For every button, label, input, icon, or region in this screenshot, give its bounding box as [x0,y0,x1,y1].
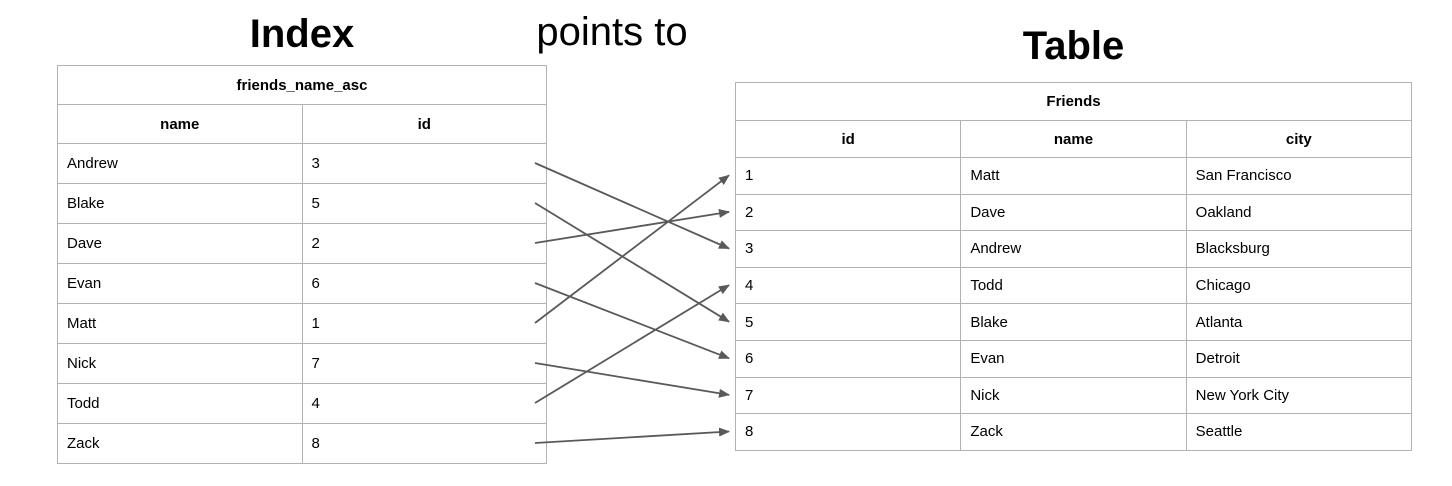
column-header-cell: id [301,104,547,144]
table-cell: 8 [734,413,962,451]
column-header-cell: name [57,104,303,144]
table-cell: 6 [734,339,962,378]
table-name-cell: Friends [735,82,1412,121]
table-cell: 1 [301,303,547,344]
pointer-arrow [534,282,730,360]
table-cell: Todd [960,266,1187,305]
table-cell: Seattle [1185,413,1413,451]
table-title: Table [1022,24,1125,68]
pointer-arrow [534,427,730,444]
table-cell: 6 [301,263,547,304]
table-cell: Dave [960,193,1187,232]
pointer-arrow [534,174,730,324]
table-cell: Nick [57,343,303,384]
table-cell: Todd [57,383,303,424]
pointer-arrow [534,284,730,404]
table-cell: Chicago [1185,266,1413,305]
table-cell: Dave [57,223,303,264]
table-cell: Zack [57,423,303,464]
table-cell: 2 [734,193,962,232]
table-cell: Matt [960,157,1187,195]
table-cell: 5 [301,183,547,224]
table-cell: New York City [1185,376,1413,415]
table-cell: Evan [960,339,1187,378]
pointer-arrow [534,202,730,323]
table-cell: 5 [734,303,962,341]
table-cell: 3 [734,230,962,268]
table-cell: 4 [734,266,962,305]
table-cell: Oakland [1185,193,1413,232]
table-cell: Blake [57,183,303,224]
column-header-cell: city [1185,120,1413,158]
table-cell: Andrew [57,143,303,184]
pointer-arrow [534,162,730,250]
table-cell: Nick [960,376,1187,415]
column-header-cell: id [734,120,962,158]
table-cell: Blake [960,303,1187,341]
table-name-row: friends_name_asc [57,65,547,105]
column-header-cell: name [960,120,1187,158]
table-cell: 7 [301,343,547,384]
table-cell: 1 [734,157,962,195]
table-cell: 7 [734,376,962,415]
table-cell: Matt [57,303,303,344]
table-cell: 8 [301,423,547,464]
index-title: Index [249,12,355,56]
table-cell: Andrew [960,230,1187,268]
pointer-arrow [534,362,730,398]
table-cell: Zack [960,413,1187,451]
table-cell: San Francisco [1185,157,1413,195]
table-name-cell: friends_name_asc [57,65,547,105]
pointer-arrow [534,209,730,244]
table-cell: Evan [57,263,303,304]
table-cell: Detroit [1185,339,1413,378]
table-cell: 4 [301,383,547,424]
table-cell: 2 [301,223,547,264]
table-name-row: Friends [735,82,1412,121]
table-cell: Blacksburg [1185,230,1413,268]
table-cell: Atlanta [1185,303,1413,341]
table-cell: 3 [301,143,547,184]
points-to-label: points to [536,10,688,54]
